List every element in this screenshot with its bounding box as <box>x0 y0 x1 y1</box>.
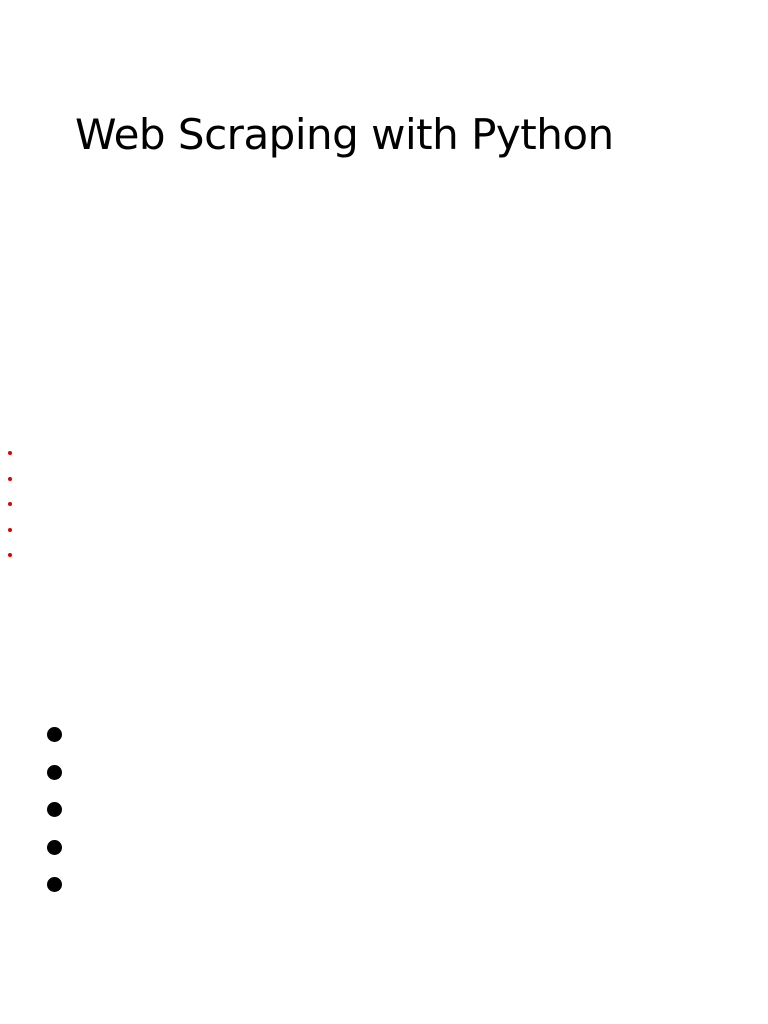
red-bullet-marker <box>8 476 12 481</box>
red-bullet-marker <box>8 527 12 532</box>
red-bullet-marker <box>8 451 12 455</box>
black-bullet-marker <box>47 727 62 742</box>
red-bullet-marker <box>8 553 12 557</box>
black-bullet-list <box>47 727 62 915</box>
black-bullet-marker <box>47 877 62 892</box>
red-bullet-list <box>8 451 14 579</box>
black-bullet-marker <box>47 839 62 855</box>
black-bullet-marker <box>47 764 62 780</box>
red-bullet-marker <box>8 502 12 506</box>
black-bullet-marker <box>47 802 62 817</box>
slide-title: Web Scraping with Python <box>75 110 614 159</box>
